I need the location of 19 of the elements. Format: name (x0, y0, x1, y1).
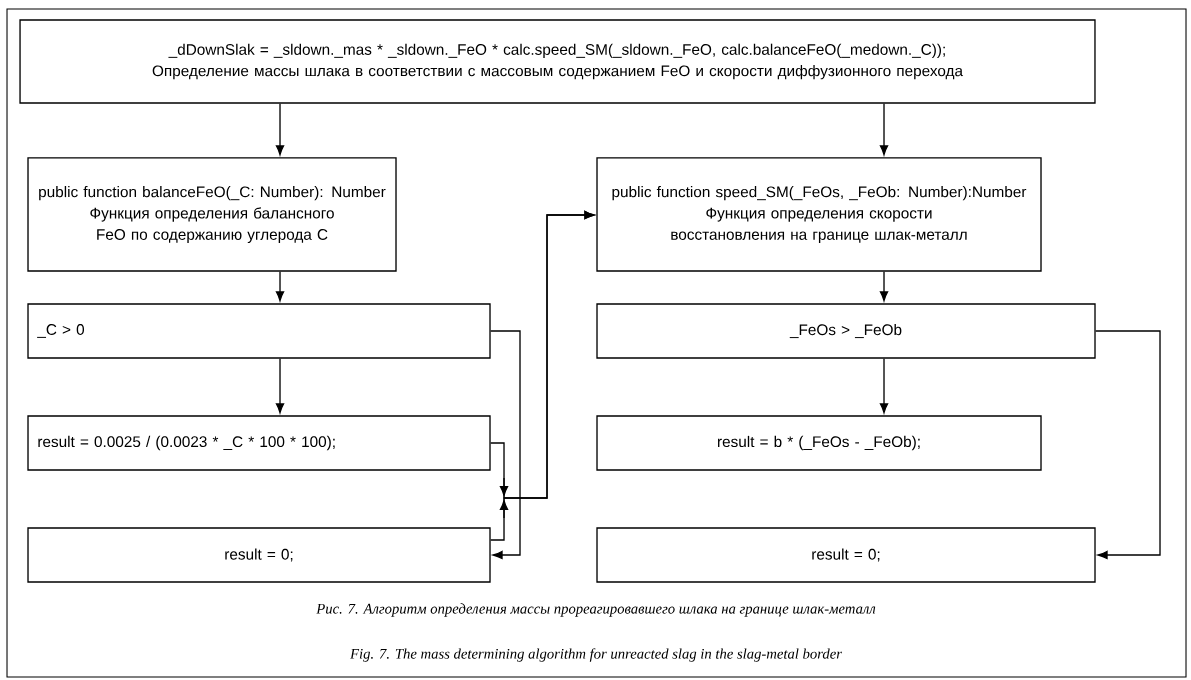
condition-box: _FeOs > _FeOb (596, 303, 1096, 359)
process-box: result = 0; (27, 527, 491, 583)
condition-box: _C > 0 (27, 303, 491, 359)
function-box: public function speed_SM(_FeOs, _FeOb: Number):Number Функция определения скорости восстановления на границе шлак-металл (596, 157, 1042, 272)
process-box: result = b * (_FeOs - _FeOb); (596, 415, 1042, 471)
arrow (879, 271, 889, 302)
arrow (275, 271, 285, 302)
caption: Fig. 7. The mass determining algorithm for unreacted slag in the slag-metal border (350, 648, 842, 662)
arrow (879, 358, 889, 414)
arrow (275, 358, 285, 414)
process-box: result = 0.0025 / (0.0023 * _C * 100 * 100); (27, 415, 491, 471)
arrow (275, 102, 285, 156)
arrow (879, 102, 889, 156)
function-box: public function balanceFeO(_C: Number): Number Функция определения балансного FeO по содержанию углерода С (27, 157, 397, 272)
arrow (490, 330, 521, 560)
caption: Рис. 7. Алгоритм определения массы прореагировавшего шлака на границе шлак-металл (316, 603, 876, 617)
process-box: result = 0; (596, 527, 1096, 583)
arrow (1095, 330, 1161, 560)
process-box: _dDownSlak = _sldown._mas * _sldown._FeO * calc.speed_SM(_sldown._FeO, calc.balanceFeO(_medown._C)); Определение массы шлака в соответствии с массовым содержанием FeO и скорости диффузионного перехода (19, 19, 1096, 104)
